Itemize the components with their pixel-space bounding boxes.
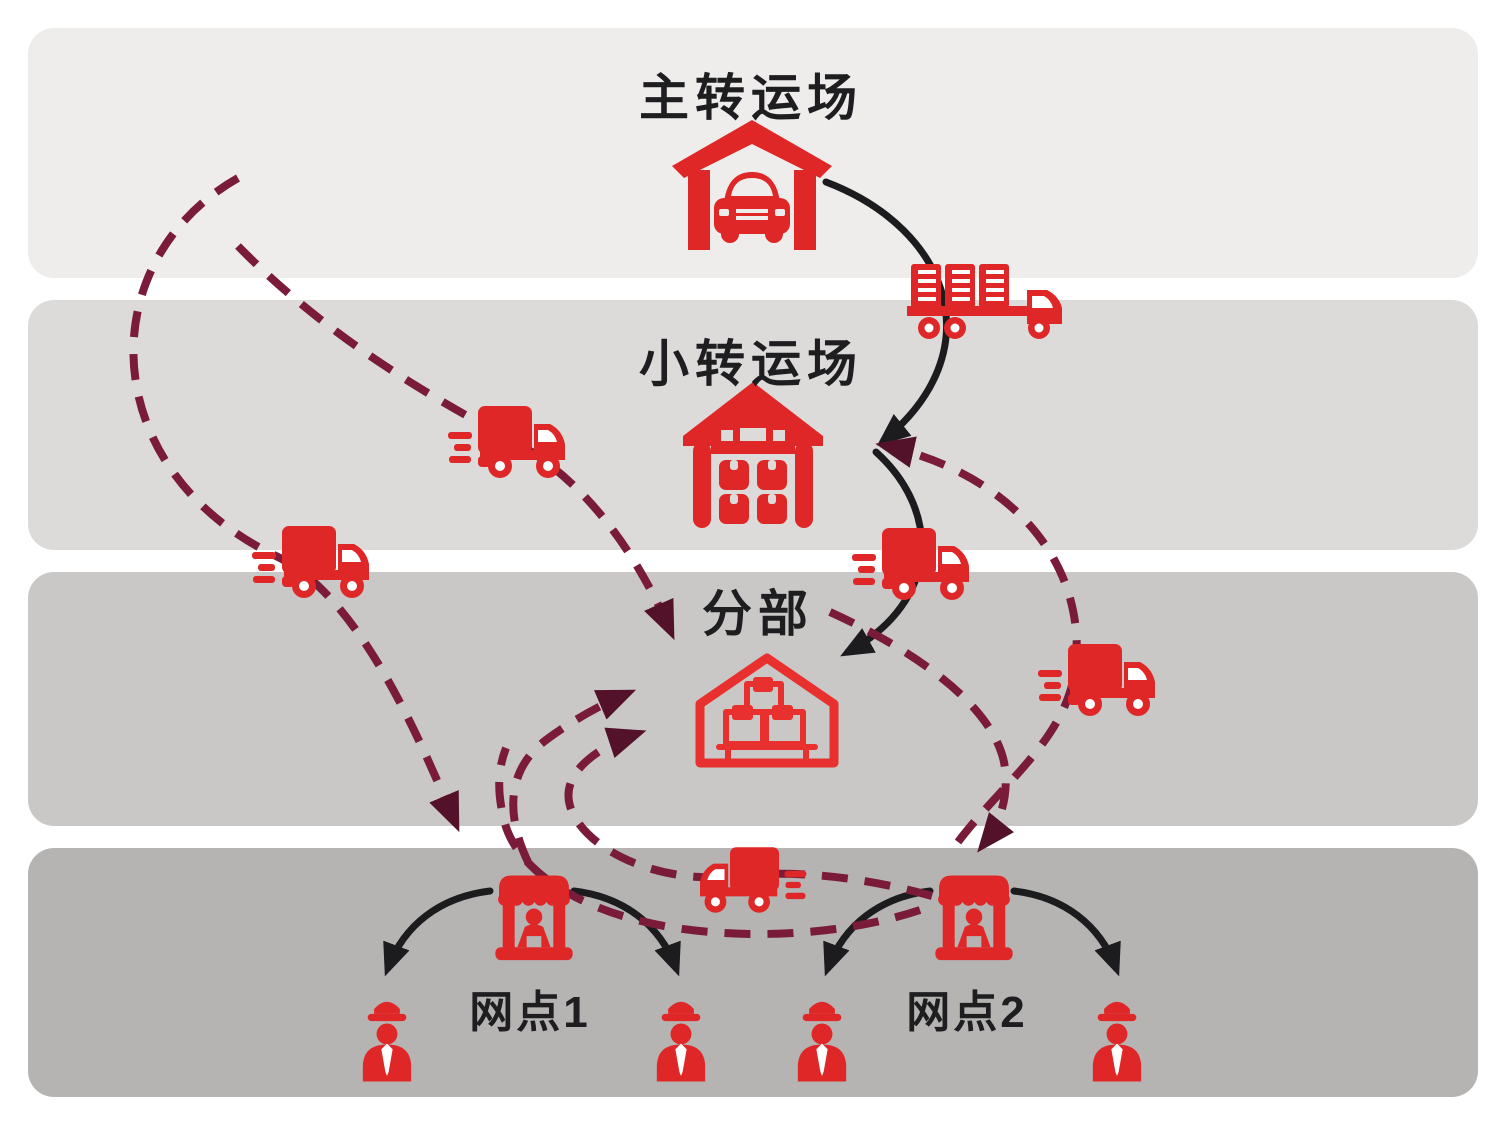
route-outlet1-to-courier1-solid <box>383 887 494 977</box>
route-outer-loop-dashed <box>495 746 922 938</box>
outlet1-label: 网点1 <box>469 988 591 1037</box>
route-outlet2-to-branch-dashed <box>564 727 934 900</box>
courier-icon-1 <box>362 1001 412 1082</box>
main-transfer-garage-icon <box>672 120 832 250</box>
route-outlet2-to-courier4-solid <box>1010 887 1121 977</box>
branch-house-with-parcels-icon <box>695 653 839 768</box>
route-outlet1-to-courier2-solid <box>570 887 681 977</box>
route-outlet2-to-courier3-solid <box>823 887 934 977</box>
courier-icon-3 <box>797 1001 847 1082</box>
band-main-transfer-level <box>28 28 1478 278</box>
flatbed-cargo-truck-icon <box>907 264 1062 339</box>
branch-label: 分部 <box>702 586 814 642</box>
route-main-to-outlet1-dashed <box>129 174 460 833</box>
route-main-to-small-solid <box>822 178 950 446</box>
route-outlet1-to-branch-dashed <box>509 689 637 864</box>
small-transfer-warehouse-icon <box>683 382 823 528</box>
feeder-truck-icon-1 <box>448 406 565 478</box>
outlet-storefront-icon-2 <box>935 875 1013 961</box>
band-branch-level <box>28 572 1478 826</box>
outlet-storefront-icon-1 <box>495 875 573 961</box>
small-transfer-label: 小转运场 <box>639 336 863 392</box>
route-main-to-branch-dashed <box>235 243 675 641</box>
shuttle-truck-icon <box>700 847 807 913</box>
feeder-truck-icon-3 <box>852 528 969 600</box>
feeder-truck-icon-4 <box>1038 644 1155 716</box>
feeder-truck-icon-2 <box>252 526 369 598</box>
courier-icon-2 <box>656 1001 706 1082</box>
outlet2-label: 网点2 <box>906 988 1028 1037</box>
main-transfer-label: 主转运场 <box>639 70 863 126</box>
courier-icon-4 <box>1092 1001 1142 1082</box>
